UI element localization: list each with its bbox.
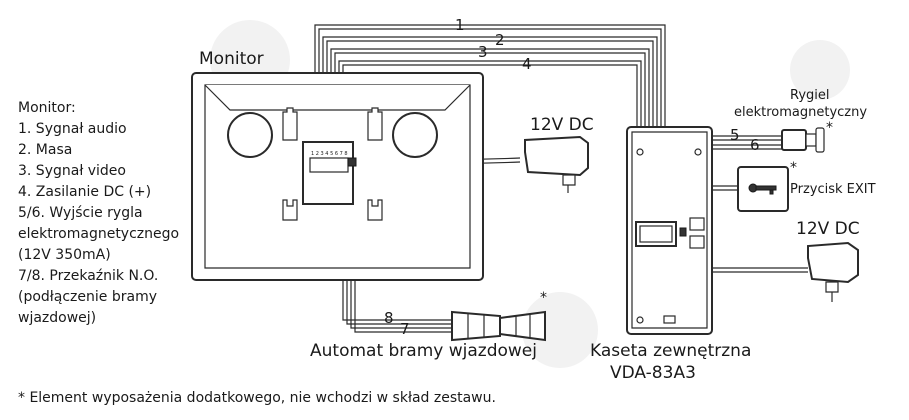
monitor-speaker-left <box>227 112 273 158</box>
legend-item: wjazdowej) <box>18 310 96 326</box>
lock-asterisk: * <box>826 120 833 136</box>
monitor-power-label: 12V DC <box>530 115 594 135</box>
monitor-terminal-block <box>302 141 354 205</box>
camera-station-label-line2: VDA-83A3 <box>610 363 696 383</box>
wire-number-labels: 1 2 3 4 5 6 7 8 <box>384 16 760 338</box>
monitor-hook-bottom-left <box>282 199 298 221</box>
footnote: * Element wyposażenia dodatkowego, nie w… <box>18 390 496 406</box>
monitor-hook-bottom-right <box>367 199 383 221</box>
legend-item: (podłączenie bramy <box>18 289 157 305</box>
camera-power-label: 12V DC <box>796 219 860 239</box>
camera-power-adapter <box>807 241 859 302</box>
camera-station-device <box>626 126 713 335</box>
legend-item: 3. Sygnał video <box>18 163 126 179</box>
wire-number-1: 1 <box>455 16 465 34</box>
legend-item: Monitor: <box>18 100 76 116</box>
wire-number-2: 2 <box>495 31 505 49</box>
gate-automat-icon <box>451 310 546 342</box>
monitor-hook-top-right <box>367 107 383 141</box>
legend-item: (12V 350mA) <box>18 247 111 263</box>
monitor-device: 1 2 3 4 5 6 7 8 <box>191 72 484 281</box>
exit-asterisk: * <box>790 160 797 176</box>
lock-label-line2: elektromagnetyczny <box>734 105 867 120</box>
lock-label-line1: Rygiel <box>790 88 830 103</box>
wire-number-5: 5 <box>730 126 740 144</box>
monitor-terminal-numbers: 1 2 3 4 5 6 7 8 <box>311 151 348 157</box>
legend: Monitor: 1. Sygnał audio 2. Masa 3. Sygn… <box>18 100 179 326</box>
wire-number-3: 3 <box>478 43 488 61</box>
electromagnetic-lock-icon <box>781 127 825 153</box>
legend-item: 2. Masa <box>18 142 72 158</box>
wire-number-4: 4 <box>522 55 532 73</box>
monitor-speaker-right <box>392 112 438 158</box>
camera-power-wire <box>696 248 808 269</box>
legend-item: 5/6. Wyjście rygla <box>18 205 143 221</box>
wire-number-7: 7 <box>400 320 410 338</box>
monitor-power-adapter <box>524 135 589 193</box>
wire-number-8: 8 <box>384 309 394 327</box>
wire-number-6: 6 <box>750 136 760 154</box>
exit-button-label: Przycisk EXIT <box>790 182 876 197</box>
legend-item: 4. Zasilanie DC (+) <box>18 184 151 200</box>
gate-label: Automat bramy wjazdowej <box>310 341 537 361</box>
camera-station-label-line1: Kaseta zewnętrzna <box>590 341 751 361</box>
exit-button-icon <box>737 166 789 212</box>
gate-asterisk: * <box>540 290 547 306</box>
legend-item: elektromagnetycznego <box>18 226 179 242</box>
monitor-hook-top-left <box>282 107 298 141</box>
legend-item: 1. Sygnał audio <box>18 121 127 137</box>
monitor-title: Monitor <box>199 49 264 69</box>
legend-item: 7/8. Przekaźnik N.O. <box>18 268 158 284</box>
